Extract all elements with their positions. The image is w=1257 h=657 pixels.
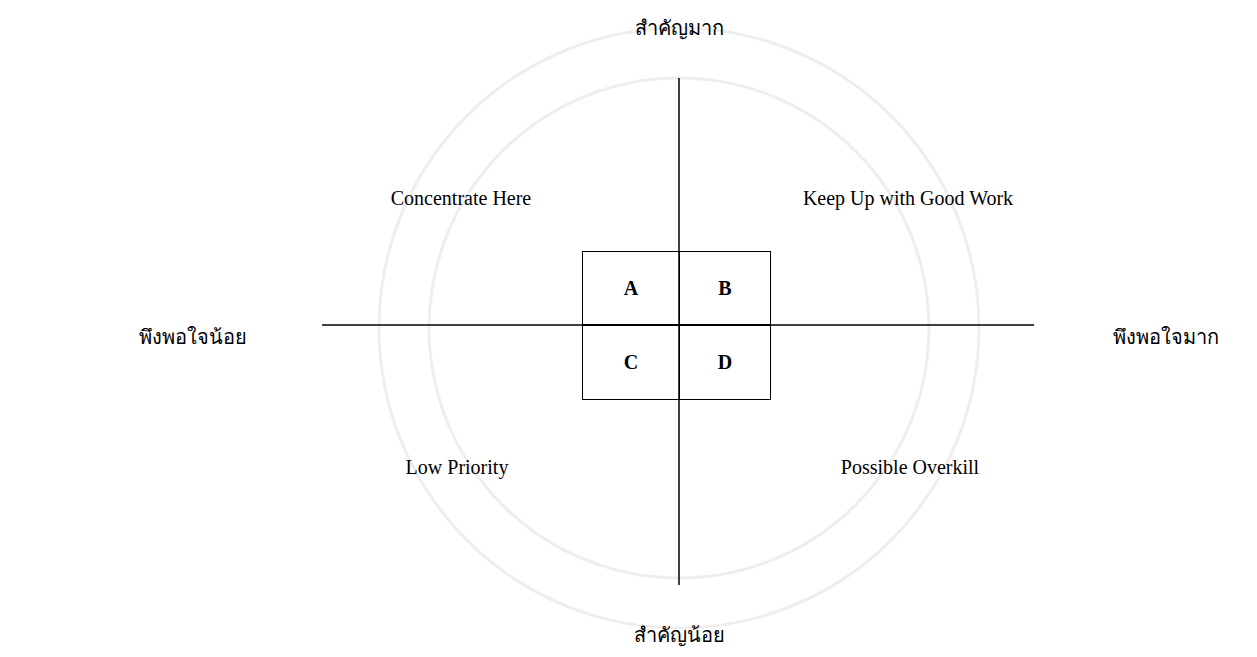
quadrant-label: Concentrate Here <box>391 187 531 210</box>
quadrant-cell: B <box>679 251 771 326</box>
axis-label: สำคัญมาก <box>635 12 724 44</box>
watermark-seal <box>379 28 979 628</box>
quadrant-cell: D <box>679 324 771 400</box>
quadrant-letter: A <box>624 277 638 300</box>
quadrant-label: Keep Up with Good Work <box>803 187 1013 210</box>
quadrant-label: Low Priority <box>406 456 509 479</box>
axis-label: สำคัญน้อย <box>634 619 725 651</box>
quadrant-cell: A <box>582 251 680 326</box>
quadrant-cell: C <box>582 324 680 400</box>
quadrant-letter: D <box>718 351 732 374</box>
quadrant-letter: B <box>718 277 731 300</box>
quadrant-letter: C <box>624 351 638 374</box>
axis-label: พึงพอใจน้อย <box>139 321 247 353</box>
axis-label: พึงพอใจมาก <box>1113 321 1219 353</box>
quadrant-label: Possible Overkill <box>841 456 979 479</box>
